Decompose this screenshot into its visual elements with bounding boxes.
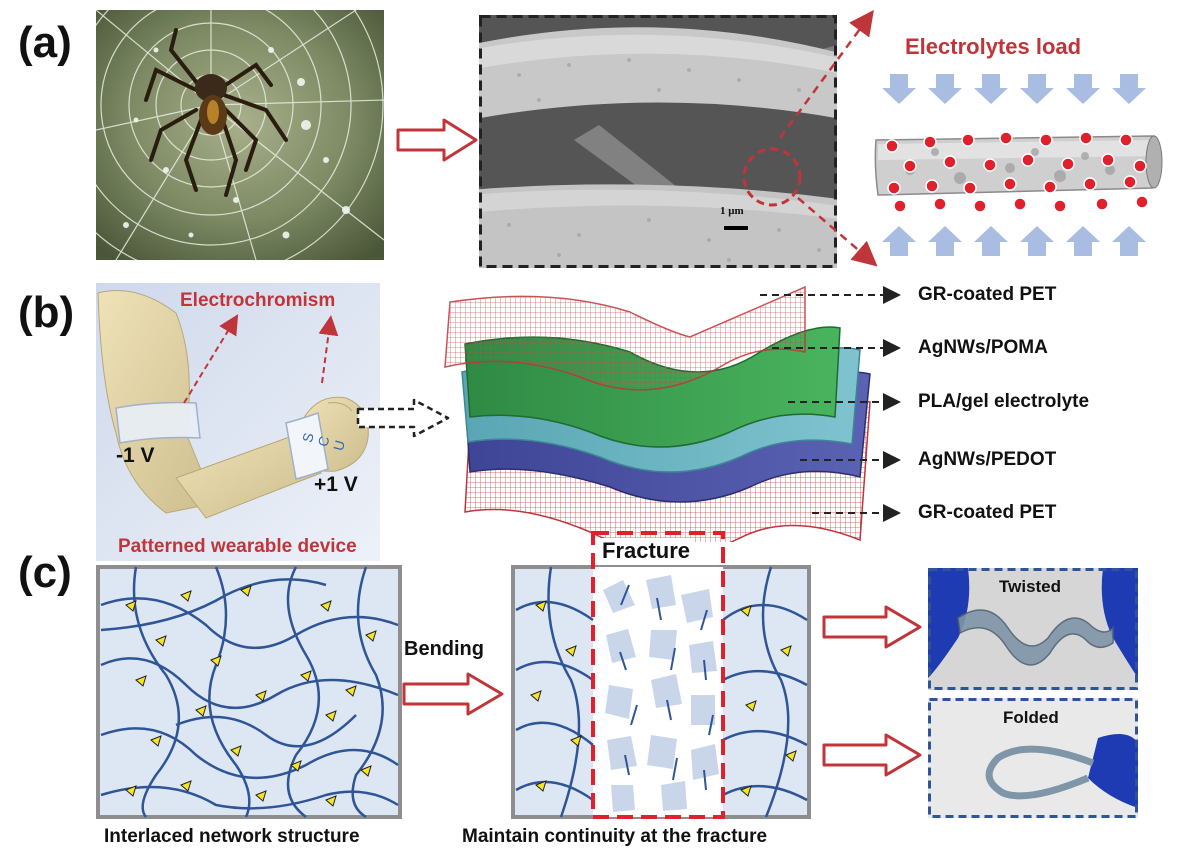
network-triangles	[125, 585, 377, 807]
upper-armband	[115, 401, 201, 444]
glove-folded	[1088, 734, 1138, 808]
hollow-arrow-icon	[396, 118, 478, 162]
network-lines	[100, 566, 399, 819]
electrolyte-fiber-diagram	[874, 74, 1163, 256]
arrow-to-folded-icon	[822, 733, 922, 777]
scale-bar	[724, 226, 748, 230]
layer-label-2: AgNWs/POMA	[918, 337, 1048, 358]
twisted-film	[957, 609, 1114, 666]
up-arrows	[882, 226, 1146, 256]
dashed-hollow-arrow-icon	[356, 398, 450, 438]
fracture-frame	[591, 531, 725, 819]
glove-right	[1101, 568, 1138, 678]
highlight-circle	[742, 147, 802, 207]
panel-b-letter: (b)	[18, 288, 75, 337]
zoom-lines	[778, 10, 878, 267]
twisted-label: Twisted	[999, 577, 1062, 596]
layer-label-3: PLA/gel electrolyte	[918, 391, 1090, 412]
layer-leader-lines	[760, 286, 901, 522]
folded-film	[985, 745, 1095, 800]
electrochromism-label: Electrochromism	[180, 290, 336, 311]
fracture-fragments	[603, 575, 719, 812]
electrolyte-dots	[885, 131, 1149, 213]
electrolyte-title: Electrolytes load	[905, 34, 1082, 59]
layer-label-4: AgNWs/PEDOT	[918, 449, 1057, 470]
wrist-band	[285, 411, 329, 480]
down-arrows	[882, 74, 1146, 104]
plus-voltage-label: +1 V	[314, 473, 358, 496]
glove-left	[928, 568, 970, 678]
left-caption: Interlaced network structure	[104, 826, 360, 847]
layered-device-diagram	[444, 285, 871, 542]
bending-arrow-icon	[402, 672, 504, 716]
layer-gr-pet-top	[444, 285, 806, 391]
middle-caption: Maintain continuity at the fracture	[462, 826, 768, 847]
folded-label: Folded	[1003, 708, 1059, 727]
layer-label-1: GR-coated PET	[918, 284, 1057, 305]
arrow-to-twisted-icon	[822, 605, 922, 649]
bending-label: Bending	[404, 638, 484, 660]
twisted-photo	[928, 568, 1138, 690]
wearable-caption: Patterned wearable device	[118, 536, 357, 557]
folded-photo	[928, 698, 1138, 818]
sem-scale-label: 1 μm	[720, 205, 744, 217]
fracture-label: Fracture	[598, 538, 695, 564]
sem-fiber-image	[479, 15, 837, 268]
panel-a-letter: (a)	[18, 18, 72, 67]
panel-c-letter: (c)	[18, 548, 72, 597]
fractured-network-box	[511, 531, 811, 819]
spider-icon	[144, 28, 288, 197]
network-structure-box	[96, 565, 402, 819]
wearable-arm-illustration	[96, 283, 380, 561]
layer-label-5: GR-coated PET	[918, 502, 1057, 523]
spider-web-photo	[96, 10, 384, 260]
minus-voltage-label: -1 V	[116, 444, 155, 467]
